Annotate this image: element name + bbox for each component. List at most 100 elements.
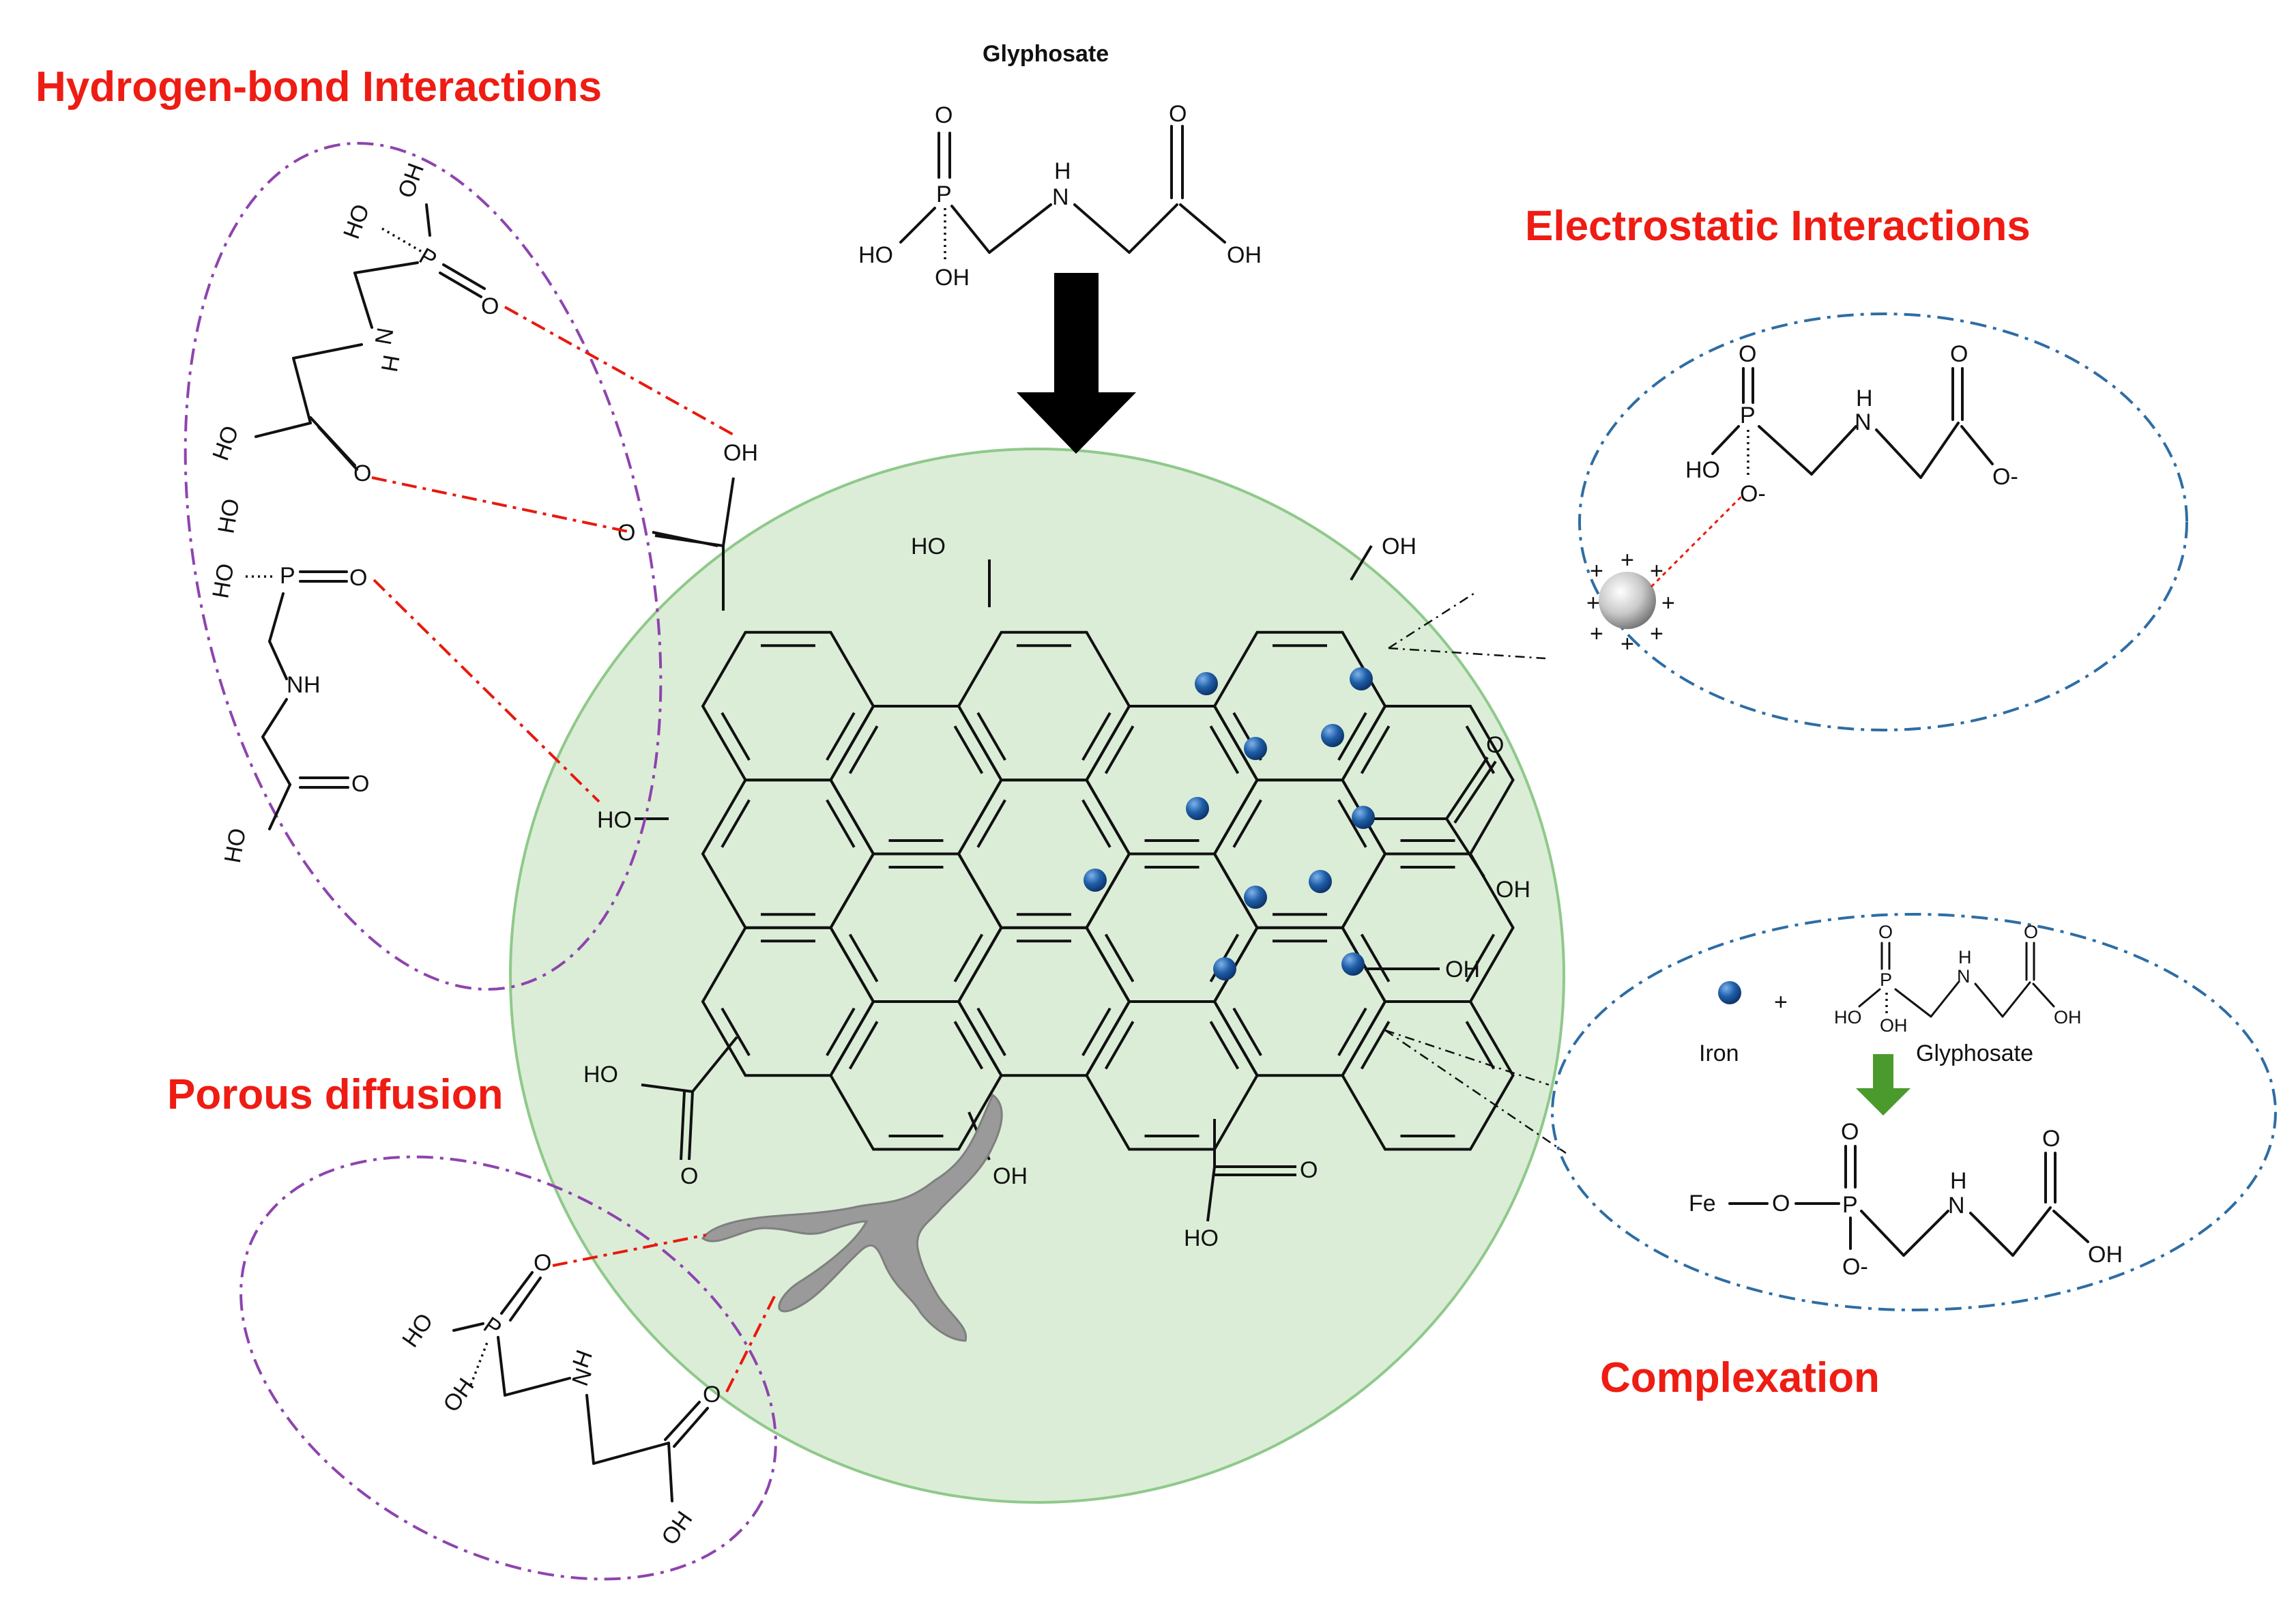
atom-o: O [2042,1126,2060,1152]
atom-ho: HO [207,562,239,600]
heading-porous-diffusion: Porous diffusion [167,1071,504,1118]
atom-o: O [935,102,953,128]
leader-electrostatic-2 [1388,647,1546,660]
atom-oh: OH [1880,1015,1908,1036]
double-bond [1081,1007,1111,1057]
iron-nanoparticle [1195,672,1218,695]
atom-o: O [1169,101,1187,127]
iron-nanoparticle [1321,724,1344,747]
positive-charge: + [1590,621,1603,647]
leader-complexation-2 [1384,1029,1567,1154]
substituent-bond [1445,756,1489,820]
positive-charge: + [1621,631,1634,657]
positive-charge: + [1661,590,1675,616]
atom-o: O [349,565,367,591]
atom-o: O [534,1250,551,1276]
iron-nanoparticle [1244,886,1267,909]
arrow-down-icon [1856,1054,1910,1116]
positive-charge: + [1590,558,1603,584]
hbond-line-pore-2 [725,1296,776,1393]
atom-o: O [1772,1191,1790,1217]
atom-o: O [680,1163,698,1189]
positive-charge: + [1650,558,1663,584]
double-bond [1232,1007,1262,1057]
double-bond [826,799,856,848]
atom-oh: OH [2054,1007,2082,1028]
atom-oh: OH [1382,534,1416,559]
double-bond [1209,725,1240,774]
double-bond [1465,1021,1496,1070]
atom-ho: HO [220,826,251,865]
atom-n: N [1957,966,1971,987]
atom-oh: OH [993,1163,1028,1189]
hbond-line-2 [371,476,632,534]
atom-o-minus: O- [1992,464,2018,490]
atom-p: P [415,243,441,273]
double-bond [1360,1021,1391,1070]
heading-electrostatic: Electrostatic Interactions [1525,203,2031,250]
atom-n: N [1948,1193,1965,1219]
double-bond [721,712,751,761]
ellipse-electrostatic [1578,312,2188,731]
atom-h: H [1950,1168,1967,1194]
double-bond [976,799,1006,848]
double-bond [1104,725,1135,774]
atom-o-minus: O- [1740,481,1766,507]
atom-p: P [1880,970,1892,990]
substituent-bond [691,1036,738,1093]
atom-o: O [351,771,369,797]
double-bond [721,799,751,848]
atom-ho: HO [338,201,375,242]
atom-oh: OH [1496,877,1530,903]
atom-o: O [353,461,371,486]
atom-oh: OH [393,160,429,201]
substituent-bond [1206,1166,1216,1222]
atom-ho: HO [1685,457,1720,483]
atom-oh: OH [656,1506,697,1550]
double-bond [953,933,984,982]
double-bond [826,1007,856,1057]
iron-nanoparticles [1084,667,1375,980]
atom-p: P [1842,1192,1858,1218]
atom-oh: OH [2088,1242,2123,1268]
substituent-bond [680,1091,686,1161]
atom-ho: HO [1184,1225,1219,1251]
double-bond [848,725,879,774]
iron-atom-icon [1718,981,1741,1004]
substituent-bond [652,531,718,547]
atom-o: O [1486,732,1504,758]
ellipse-complexation [1551,913,2277,1311]
atom-oh: OH [1227,242,1262,268]
iron-nanoparticle [1186,797,1209,820]
glyphosate-label: Glyphosate [1916,1040,2033,1066]
double-bond [1104,1021,1135,1070]
double-bond [848,1021,879,1070]
double-bond [1081,799,1111,848]
hexagon-ring [1341,1000,1515,1151]
iron-nanoparticle [1309,870,1332,893]
atom-p: P [478,1312,506,1342]
atom-ho: HO [597,807,632,833]
ellipse-porous-diffusion [239,1155,777,1581]
iron-nanoparticle [1084,869,1107,892]
atom-p: P [1740,403,1756,428]
double-bond [1360,933,1391,982]
iron-nanoparticle [1350,667,1373,690]
complexation-reactants: + Iron O P HO OH N H O OH Glyphosate [1699,922,2082,1066]
atom-ho: HO [911,534,946,559]
atom-n: N [1855,409,1872,435]
atom-ho: HO [207,422,244,464]
atom-ho: HO [397,1309,438,1352]
double-bond [976,712,1006,761]
atom-h: H [1054,158,1071,184]
hbond-line-pore-1 [552,1234,707,1267]
substituent-bond [1445,817,1485,878]
double-bond [1465,933,1496,982]
atom-oh: OH [438,1373,479,1417]
double-bond [1337,712,1367,761]
hbond-line-3 [373,579,600,803]
atom-o: O [1739,341,1756,367]
double-bond [1337,1007,1367,1057]
double-bond [1465,725,1496,774]
